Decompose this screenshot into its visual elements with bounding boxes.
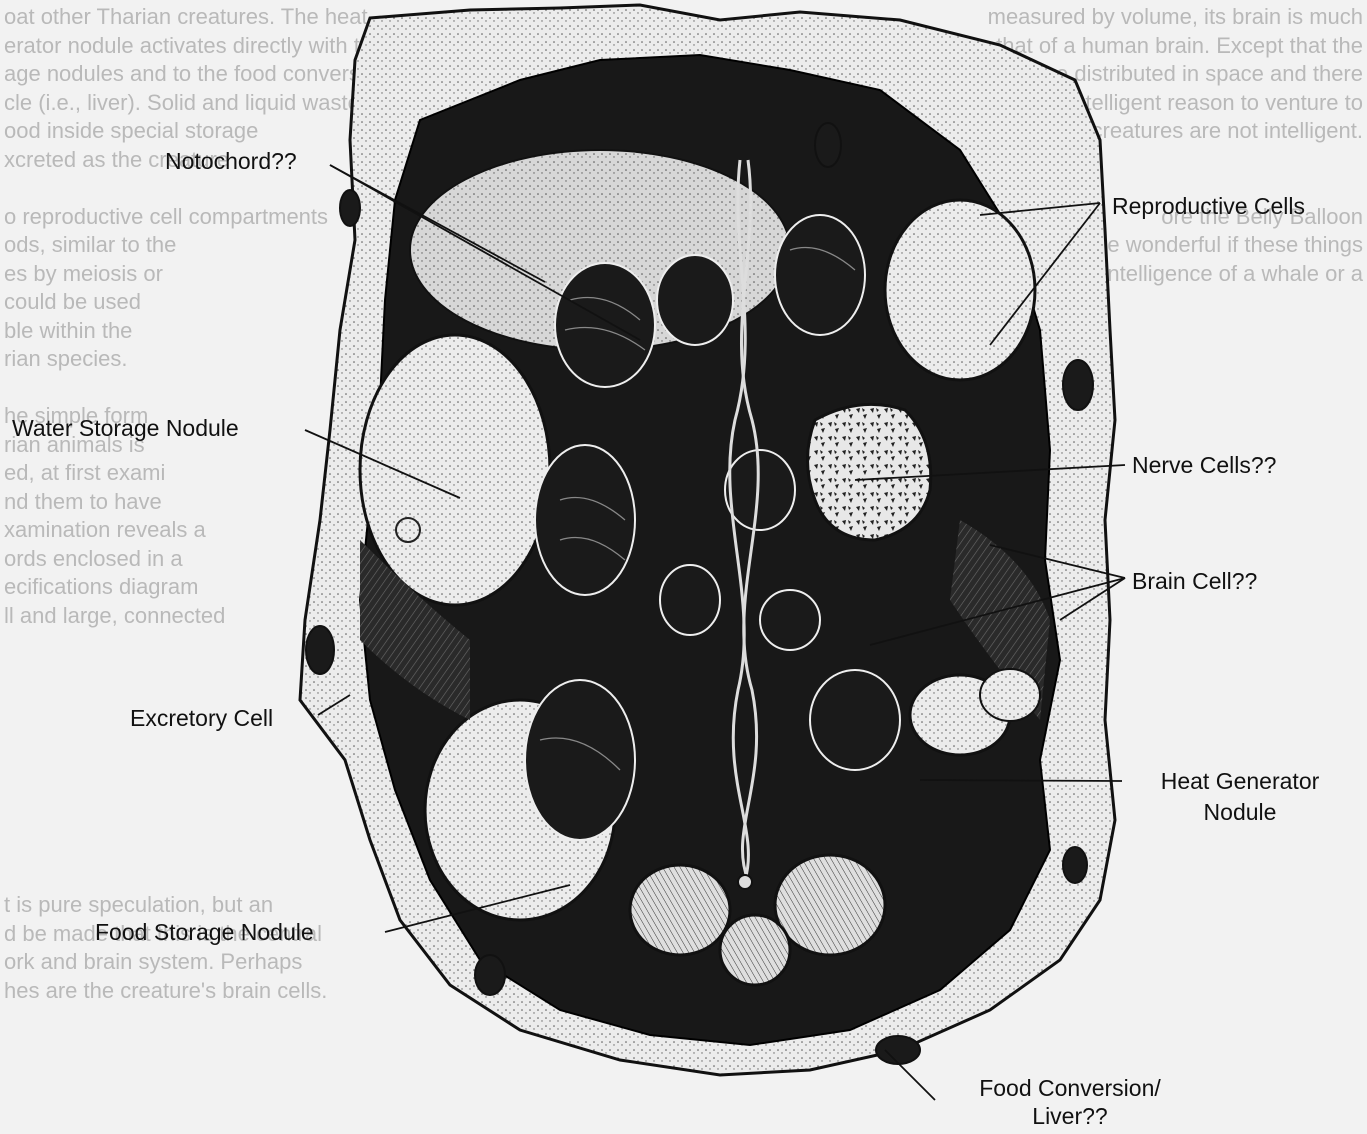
label-heat-generator-nodule: Heat Generator Nodule: [1130, 768, 1350, 825]
water-storage-nodule: [360, 335, 550, 605]
label-food-storage-nodule: Food Storage Nodule: [95, 919, 314, 945]
label-food-conv-line1: Food Conversion/: [940, 1075, 1200, 1101]
nerve-cell-mass: [808, 404, 931, 540]
label-heat-line1: Heat Generator: [1130, 768, 1350, 794]
label-notochord: Notochord??: [165, 148, 297, 174]
reproductive-cells-cluster: [885, 200, 1035, 380]
label-heat-line2: Nodule: [1130, 799, 1350, 825]
label-water-storage-nodule: Water Storage Nodule: [12, 415, 239, 441]
label-reproductive-cells: Reproductive Cells: [1112, 193, 1305, 219]
label-food-conv-line2: Liver??: [940, 1103, 1200, 1129]
label-excretory-cell: Excretory Cell: [130, 705, 273, 731]
label-brain-cell: Brain Cell??: [1132, 568, 1257, 594]
label-nerve-cells: Nerve Cells??: [1132, 452, 1276, 478]
label-food-conversion-liver: Food Conversion/ Liver??: [940, 1075, 1200, 1129]
